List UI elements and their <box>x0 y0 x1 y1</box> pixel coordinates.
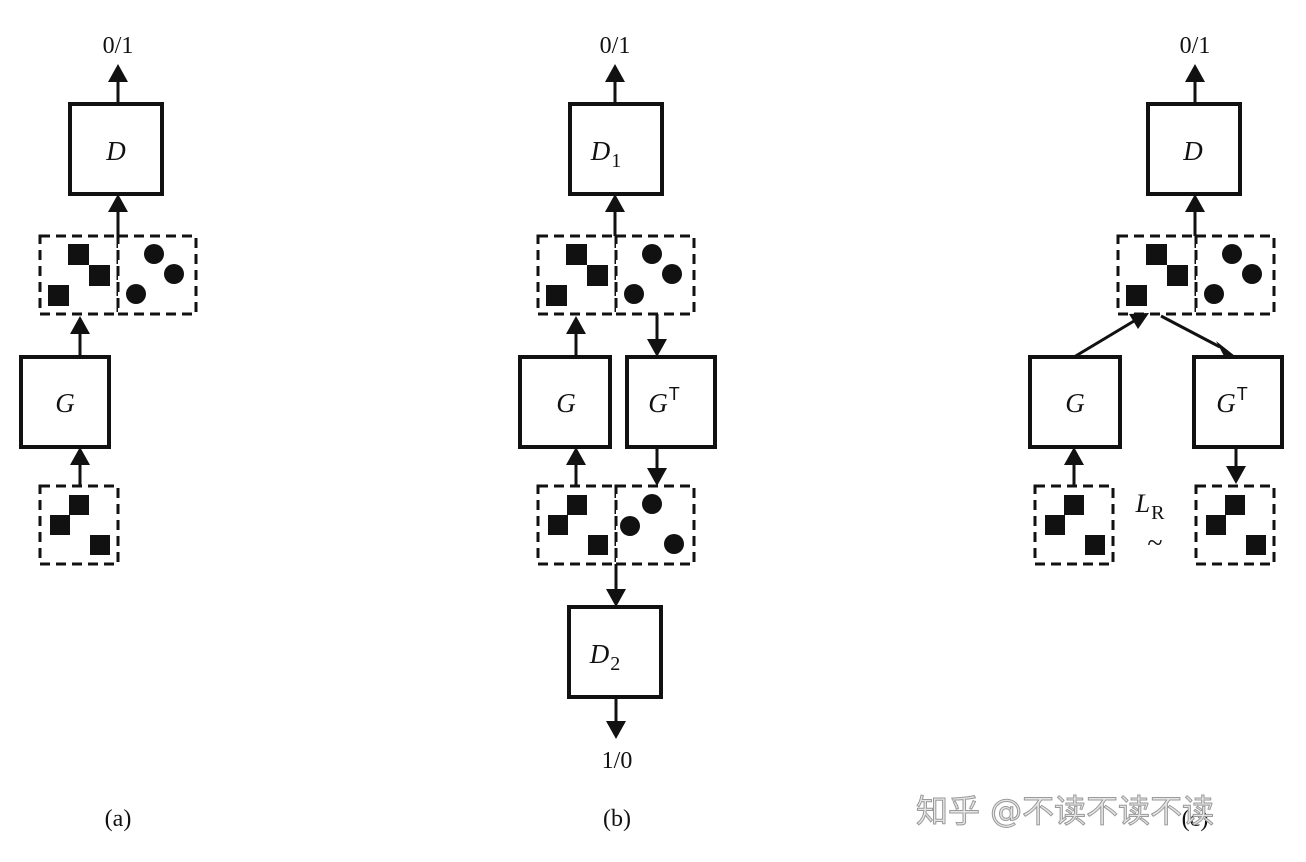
panel-b-output-top-label: 0/1 <box>600 33 631 59</box>
arrow-head <box>1216 341 1235 356</box>
svg-text:D1: D1 <box>590 136 622 172</box>
generator-box <box>518 355 612 449</box>
watermark: 知乎 @不读不读不读 <box>916 792 1214 830</box>
discriminator-2-label: D <box>589 639 610 669</box>
discriminator-box <box>68 102 164 196</box>
generator-box <box>1028 355 1122 449</box>
generator-label: G <box>55 388 75 418</box>
generator-transpose-label: G <box>648 388 668 418</box>
input-sample-squares <box>536 484 618 566</box>
input-sample-squares <box>38 484 120 566</box>
arrow-head <box>1064 447 1084 465</box>
arrow-head <box>605 194 625 212</box>
discriminator-label: D <box>1182 136 1203 166</box>
panel-a-output-label: 0/1 <box>103 33 134 59</box>
svg-text:GT: GT <box>648 384 680 418</box>
arrow-head <box>70 447 90 465</box>
arrow-head <box>1226 466 1246 484</box>
arrow-head <box>606 589 626 607</box>
arrow-head <box>606 721 626 739</box>
arrow-head <box>647 339 667 357</box>
arrow-g-to-samples <box>1073 319 1135 359</box>
panel-b-caption: (b) <box>603 806 631 832</box>
arrow-head <box>647 468 667 486</box>
discriminator-label: D <box>105 136 126 166</box>
svg-text:GT: GT <box>1216 384 1248 418</box>
real-sample-dots <box>116 234 198 316</box>
discriminator-box <box>1146 102 1242 196</box>
reconstructed-sample-squares <box>1194 484 1276 566</box>
arrow-head <box>1185 64 1205 82</box>
loss-subscript: R <box>1151 502 1165 524</box>
generator-transpose-box <box>625 355 717 449</box>
generator-label: G <box>556 388 576 418</box>
discriminator-1-label: D <box>590 136 611 166</box>
arrow-head <box>605 64 625 82</box>
panel-b-output-bottom-label: 1/0 <box>602 748 633 774</box>
arrow-head <box>108 64 128 82</box>
arrow-head <box>566 316 586 334</box>
generator-label: G <box>1065 388 1085 418</box>
arrow-head <box>566 447 586 465</box>
input-sample-squares <box>1033 484 1115 566</box>
panel-c: 0/1 D G GT LR ~ (c) <box>1028 33 1284 832</box>
transpose-mark: T <box>1237 384 1248 404</box>
panel-b: 0/1 D1 G GT D2 <box>518 33 717 832</box>
generator-box <box>19 355 111 449</box>
discriminator-2-subscript: 2 <box>610 653 620 675</box>
discriminator-1-subscript: 1 <box>611 150 621 172</box>
arrow-head <box>1129 313 1149 329</box>
arrow-head <box>108 194 128 212</box>
panel-c-caption: (c) <box>1182 806 1209 832</box>
arrow-head <box>1185 194 1205 212</box>
real-sample-dots-top <box>614 234 696 316</box>
svg-text:LR: LR <box>1135 489 1165 524</box>
svg-text:D2: D2 <box>589 639 621 675</box>
generator-transpose-box <box>1192 355 1284 449</box>
generator-transpose-label: G <box>1216 388 1236 418</box>
mapped-sample-dots <box>614 484 696 566</box>
discriminator-1-box <box>568 102 664 196</box>
panel-a-caption: (a) <box>105 806 132 832</box>
loss-label: L <box>1135 489 1150 518</box>
generated-sample-squares <box>1116 234 1198 316</box>
similarity-symbol: ~ <box>1147 528 1162 559</box>
panel-c-output-label: 0/1 <box>1180 33 1211 59</box>
generated-sample-squares-top <box>536 234 618 316</box>
generated-sample-squares <box>38 234 120 316</box>
real-sample-dots <box>1194 234 1276 316</box>
discriminator-2-box <box>567 605 663 699</box>
arrow-head <box>70 316 90 334</box>
arrow-samples-to-gt <box>1160 314 1221 349</box>
transpose-mark: T <box>669 384 680 404</box>
panel-a: 0/1 D G (a) <box>19 33 198 832</box>
